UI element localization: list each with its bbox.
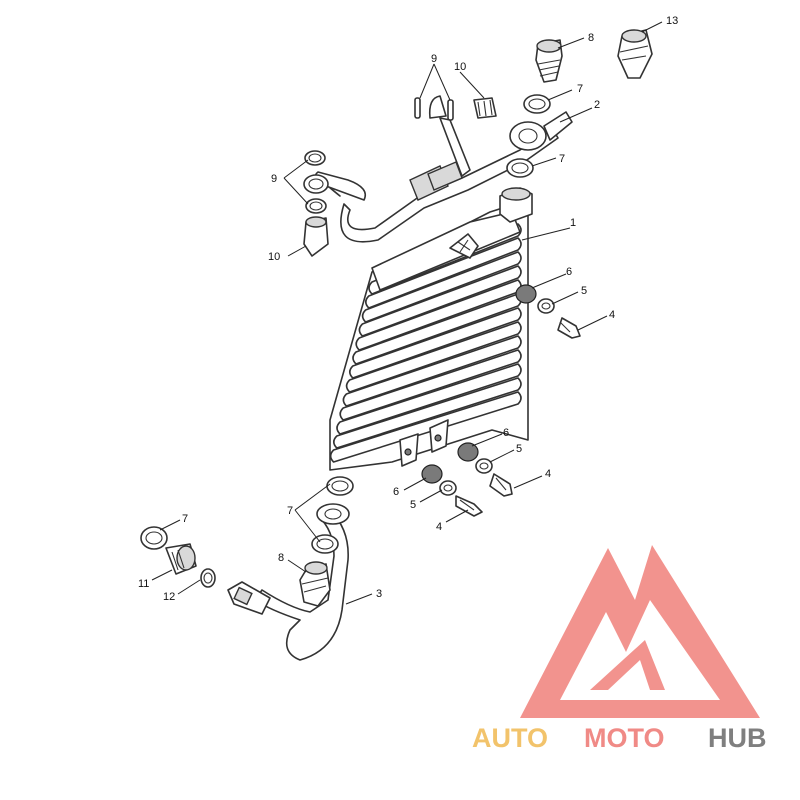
radiator-fin <box>339 349 522 421</box>
callout-5c: 5 <box>410 499 416 511</box>
callout-10a: 10 <box>454 61 466 73</box>
radiator-fin <box>358 265 522 337</box>
radiator-fin <box>365 237 522 309</box>
callout-10b: 10 <box>268 251 280 263</box>
radiator-fin <box>349 307 522 379</box>
radiator-fin <box>361 251 522 323</box>
callout-4b: 4 <box>545 468 551 480</box>
watermark-text: AUTO MOTO HUB <box>472 723 767 753</box>
mount-set-upper <box>515 284 581 339</box>
callout-6c: 6 <box>393 486 399 498</box>
callout-7a: 7 <box>577 83 583 95</box>
callout-9a: 9 <box>431 53 437 65</box>
banjo-bolt-13 <box>617 29 653 79</box>
adapter-11 <box>165 543 197 575</box>
watermark-logo <box>520 545 760 718</box>
callout-2: 2 <box>594 99 600 111</box>
radiator-fin <box>333 377 522 449</box>
callout-6a: 6 <box>566 266 572 278</box>
washers-9 <box>303 97 454 214</box>
callout-3: 3 <box>376 588 382 600</box>
callout-5a: 5 <box>581 285 587 297</box>
callout-12: 12 <box>163 591 175 603</box>
watermark-hub: HUB <box>708 723 767 753</box>
callout-13: 13 <box>666 15 678 27</box>
callout-9b: 9 <box>271 173 277 185</box>
callout-11: 11 <box>138 578 149 590</box>
radiator-fin <box>345 321 522 393</box>
mount-set-middle <box>457 442 513 497</box>
radiator-fin <box>329 391 522 463</box>
callout-7c: 7 <box>287 505 293 517</box>
radiator-fin <box>336 363 522 435</box>
callout-6b: 6 <box>503 427 509 439</box>
o-ring-12 <box>200 568 216 588</box>
callout-5b: 5 <box>516 443 522 455</box>
mount-set-lower <box>421 464 483 517</box>
watermark-moto: MOTO <box>584 723 665 753</box>
callout-4a: 4 <box>609 309 615 321</box>
callout-1: 1 <box>570 217 576 229</box>
leader-lines <box>151 21 663 605</box>
callout-4c: 4 <box>436 521 442 533</box>
callout-7b: 7 <box>559 153 565 165</box>
radiator-fin <box>342 335 522 407</box>
callout-labels: 1 2 3 4 4 4 5 5 5 6 6 6 7 7 7 7 8 8 9 9 … <box>138 15 678 603</box>
bolt-8-lower <box>299 561 331 607</box>
callout-8b: 8 <box>278 552 284 564</box>
callout-8a: 8 <box>588 32 594 44</box>
banjo-bolts-10 <box>303 97 497 257</box>
bolt-8-upper <box>535 39 563 83</box>
watermark-auto: AUTO <box>472 723 548 753</box>
oil-cooler-radiator <box>329 187 533 471</box>
lower-oil-hose <box>227 503 350 661</box>
callout-7d: 7 <box>182 513 188 525</box>
